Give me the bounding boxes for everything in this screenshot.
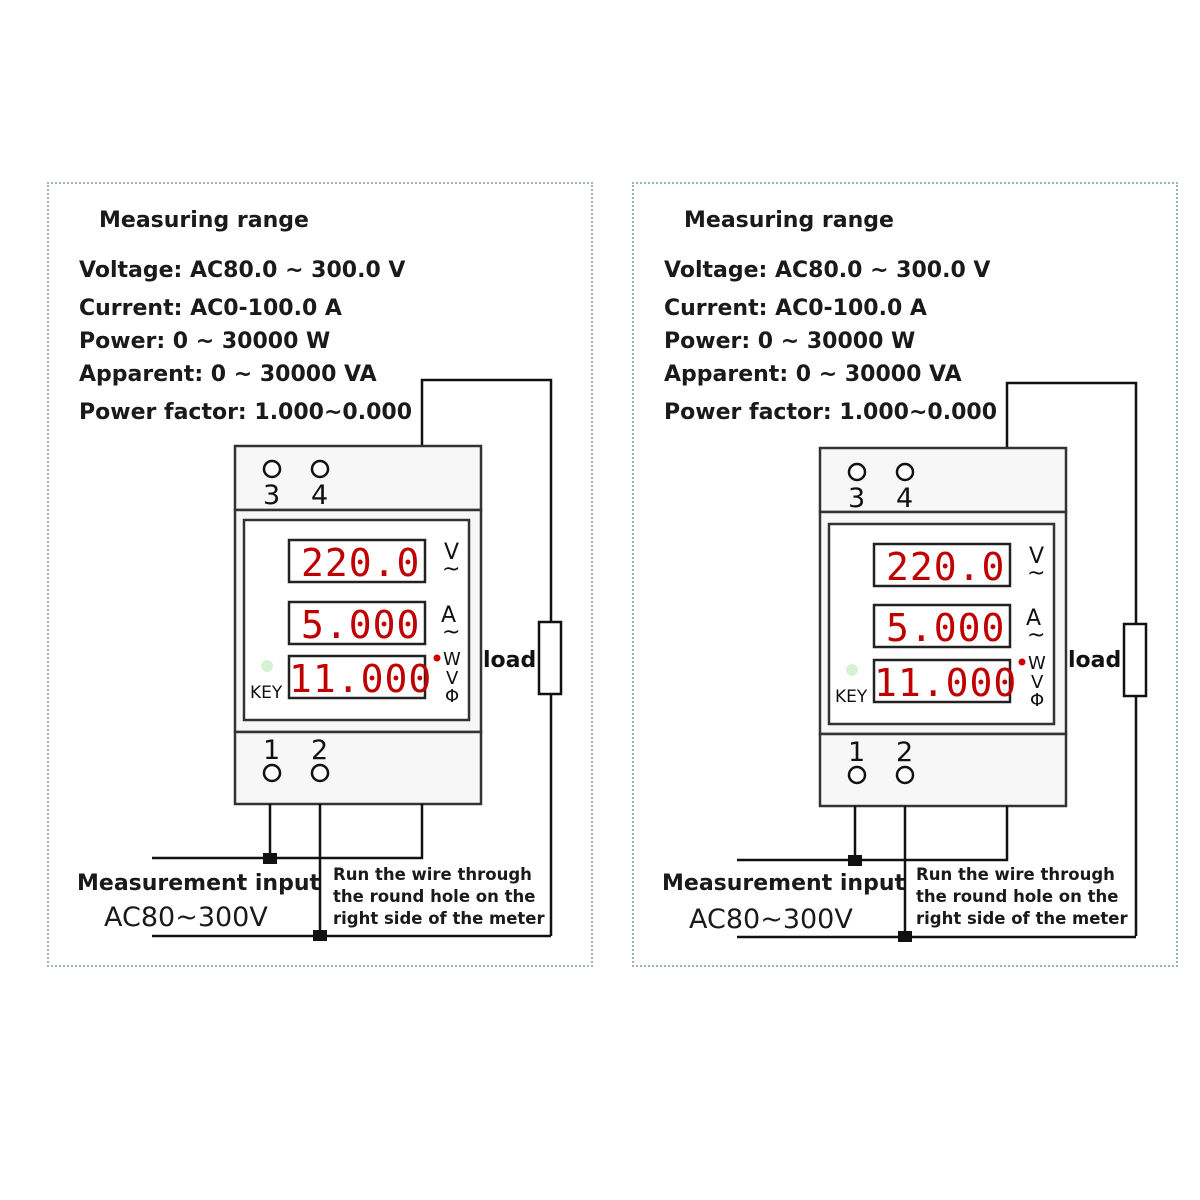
measurement-range-label: AC80~300V bbox=[104, 902, 268, 933]
meter-top-section bbox=[233, 444, 483, 512]
spec-current: Current: AC0-100.0 A bbox=[664, 296, 927, 321]
status-led bbox=[846, 664, 858, 676]
terminal-3-label: 3 bbox=[263, 480, 280, 511]
meter-return-wire bbox=[737, 806, 1009, 862]
status-led bbox=[261, 660, 273, 672]
load-label: load bbox=[1068, 648, 1121, 673]
current-display bbox=[287, 600, 427, 646]
measurement-input-label: Measurement input bbox=[662, 871, 905, 896]
spec-power-factor: Power factor: 1.000~0.000 bbox=[664, 400, 997, 425]
voltage-display bbox=[287, 538, 427, 584]
note-line-3: right side of the meter bbox=[916, 909, 1128, 928]
current-ac-symbol: ~ bbox=[1027, 623, 1045, 648]
voltage-ac-symbol: ~ bbox=[442, 557, 460, 582]
apparent-unit: V bbox=[446, 668, 459, 689]
load-label: load bbox=[483, 648, 536, 673]
note-line-1: Run the wire through bbox=[333, 865, 532, 884]
current-reading: 5.000 bbox=[886, 606, 1005, 650]
spec-apparent: Apparent: 0 ~ 30000 VA bbox=[79, 362, 377, 387]
voltage-display bbox=[872, 542, 1012, 588]
spec-voltage: Voltage: AC80.0 ~ 300.0 V bbox=[79, 258, 406, 283]
wiring-diagram-panel: Measuring range Voltage: AC80.0 ~ 300.0 … bbox=[47, 182, 593, 967]
terminal-2-label: 2 bbox=[311, 735, 328, 766]
apparent-unit: V bbox=[1031, 672, 1044, 693]
terminal-4-label: 4 bbox=[311, 480, 328, 511]
voltage-reading: 220.0 bbox=[886, 545, 1005, 589]
voltage-ac-symbol: ~ bbox=[1027, 561, 1045, 586]
terminal-4-label: 4 bbox=[896, 483, 913, 514]
measuring-range-heading: Measuring range bbox=[99, 208, 309, 233]
power-indicator-dot bbox=[433, 654, 441, 662]
terminal-4 bbox=[310, 459, 330, 479]
junction-2 bbox=[313, 930, 327, 941]
spec-power-factor: Power factor: 1.000~0.000 bbox=[79, 400, 412, 425]
current-unit: A bbox=[1026, 606, 1041, 631]
voltage-reading: 220.0 bbox=[301, 541, 420, 585]
power-display bbox=[287, 654, 427, 700]
spec-power: Power: 0 ~ 30000 W bbox=[664, 329, 916, 354]
power-reading: 11.000 bbox=[874, 661, 1017, 705]
terminal-1-label: 1 bbox=[263, 735, 280, 766]
voltage-unit: V bbox=[1029, 544, 1044, 569]
terminal-2 bbox=[895, 765, 915, 785]
terminal-3 bbox=[262, 459, 282, 479]
spec-power: Power: 0 ~ 30000 W bbox=[79, 329, 331, 354]
spec-apparent: Apparent: 0 ~ 30000 VA bbox=[664, 362, 962, 387]
current-unit: A bbox=[441, 603, 456, 628]
power-indicator-dot bbox=[1018, 658, 1026, 666]
junction-1 bbox=[263, 853, 277, 864]
current-reading: 5.000 bbox=[301, 603, 420, 647]
load-wire bbox=[1005, 381, 1138, 624]
voltage-unit: V bbox=[444, 540, 459, 565]
power-unit: W bbox=[1028, 653, 1046, 674]
terminal-3 bbox=[847, 462, 867, 482]
power-factor-unit: Φ bbox=[445, 686, 459, 707]
key-button-label: KEY bbox=[250, 683, 283, 703]
load-resistor bbox=[537, 620, 563, 696]
meter-return-wire bbox=[152, 804, 424, 860]
terminal-2 bbox=[310, 763, 330, 783]
power-display bbox=[872, 658, 1012, 704]
note-line-3: right side of the meter bbox=[333, 909, 545, 928]
junction-2 bbox=[898, 931, 912, 942]
spec-current: Current: AC0-100.0 A bbox=[79, 296, 342, 321]
terminal-1 bbox=[847, 765, 867, 785]
key-button-label: KEY bbox=[835, 687, 868, 707]
power-factor-unit: Φ bbox=[1030, 690, 1044, 711]
measurement-range-label: AC80~300V bbox=[689, 904, 853, 935]
power-unit: W bbox=[443, 649, 461, 670]
wiring-schematic: load 3 4 220.0 5.000 11.000 V ~ A ~ W V … bbox=[77, 378, 563, 941]
spec-voltage: Voltage: AC80.0 ~ 300.0 V bbox=[664, 258, 991, 283]
terminal-2-label: 2 bbox=[896, 737, 913, 768]
wiring-diagram-panel: Measuring range Voltage: AC80.0 ~ 300.0 … bbox=[632, 182, 1178, 967]
terminal-4 bbox=[895, 462, 915, 482]
load-wire bbox=[420, 378, 553, 624]
terminal-1 bbox=[262, 763, 282, 783]
current-display bbox=[872, 603, 1012, 649]
measurement-input-label: Measurement input bbox=[77, 871, 320, 896]
current-ac-symbol: ~ bbox=[442, 620, 460, 645]
load-resistor bbox=[1122, 622, 1148, 698]
junction-1 bbox=[848, 855, 862, 866]
power-reading: 11.000 bbox=[289, 657, 432, 701]
note-line-2: the round hole on the bbox=[333, 887, 535, 906]
wiring-schematic: load 3 4 220.0 5.000 11.000 V ~ A ~ W V … bbox=[662, 381, 1148, 942]
measuring-range-heading: Measuring range bbox=[684, 208, 894, 233]
note-line-2: the round hole on the bbox=[916, 887, 1118, 906]
terminal-3-label: 3 bbox=[848, 483, 865, 514]
terminal-1-label: 1 bbox=[848, 737, 865, 768]
note-line-1: Run the wire through bbox=[916, 865, 1115, 884]
